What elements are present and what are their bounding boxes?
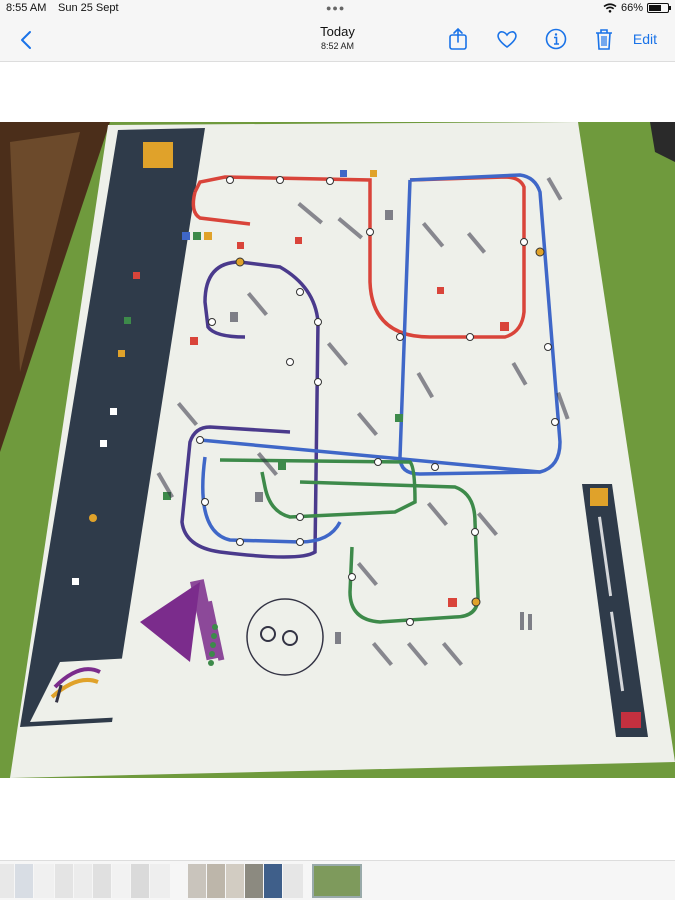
battery-icon (647, 3, 671, 13)
info-icon[interactable] (543, 26, 569, 52)
nav-title: Today (320, 24, 355, 39)
thumbnail[interactable] (0, 864, 14, 898)
legend-marker-green (124, 317, 131, 324)
thumbnail[interactable] (188, 864, 206, 898)
share-icon[interactable] (445, 26, 471, 52)
chevron-left-icon[interactable] (14, 26, 40, 54)
heart-icon[interactable] (494, 26, 520, 52)
tripadvisor-badge (246, 598, 324, 676)
map-left-strip (20, 128, 205, 727)
battery-nub (669, 6, 671, 10)
station-dots (196, 176, 559, 626)
status-date: Sun 25 Sept (58, 2, 119, 14)
attraction-icons (163, 170, 509, 607)
photo-view[interactable] (0, 122, 675, 778)
thumbnail-selected[interactable] (312, 864, 362, 898)
thumbnail[interactable] (150, 864, 170, 898)
gokl-logo-shape (140, 582, 200, 662)
legend-marker-white-2 (100, 440, 107, 447)
agency-logo-area (30, 657, 150, 722)
thumbnail[interactable] (15, 864, 33, 898)
tripadvisor-eye-left (260, 626, 276, 642)
thumbnail[interactable] (34, 864, 54, 898)
route-map-photo (0, 122, 675, 778)
purple-line-west (203, 260, 246, 339)
thumbnail[interactable] (93, 864, 111, 898)
legend-marker-dot (89, 514, 97, 522)
thumbnail[interactable] (55, 864, 73, 898)
legend-marker-white (110, 408, 117, 415)
red-line (193, 175, 526, 339)
tripadvisor-eye-right (282, 630, 298, 646)
legend-marker-orange (118, 350, 125, 357)
station-labels (156, 176, 570, 667)
green-line (219, 458, 417, 519)
purple-line (180, 260, 320, 559)
green-line-east (299, 480, 480, 624)
dark-object (650, 122, 675, 162)
thumbnail[interactable] (283, 864, 303, 898)
thumbnail[interactable] (245, 864, 263, 898)
thumbnail[interactable] (226, 864, 244, 898)
banner-text (598, 516, 625, 692)
thumbnail[interactable] (74, 864, 92, 898)
thumbnail[interactable] (207, 864, 225, 898)
wifi-icon (603, 3, 617, 13)
header-badge (143, 142, 173, 168)
thumbnail-strip (0, 860, 675, 900)
wooden-frame-detail (10, 132, 80, 372)
routes-map-banner (582, 484, 648, 737)
blue-line-cross (199, 438, 541, 474)
edit-button[interactable]: Edit (632, 31, 657, 47)
spad-logo (50, 667, 101, 703)
nav-bar: Today 8:52 AM Edit (0, 18, 675, 62)
status-right: 66% (603, 2, 671, 14)
nav-subtitle: 8:52 AM (320, 41, 355, 51)
blue-line-south (201, 456, 342, 544)
thumbnail[interactable] (131, 864, 149, 898)
status-time: 8:55 AM (6, 2, 47, 14)
trash-icon[interactable] (591, 26, 617, 52)
banner-footer-badge (621, 712, 641, 728)
gokl-logo (190, 579, 225, 661)
status-bar: 8:55 AM Sun 25 Sept ●●● 66% (0, 0, 675, 18)
tripadvisor-rating (208, 624, 218, 666)
legend-marker-red (133, 272, 140, 279)
thumbnail[interactable] (112, 864, 130, 898)
thumbnail[interactable] (264, 864, 282, 898)
banner-search-badge (590, 488, 608, 506)
landmark-icons (230, 210, 532, 644)
multitasking-dots-icon[interactable]: ●●● (326, 3, 346, 13)
red-line-west (191, 191, 251, 226)
battery-percent: 66% (620, 2, 643, 14)
legend-marker-white-3 (72, 578, 79, 585)
blue-line (398, 173, 562, 476)
battery-fill (649, 5, 661, 11)
